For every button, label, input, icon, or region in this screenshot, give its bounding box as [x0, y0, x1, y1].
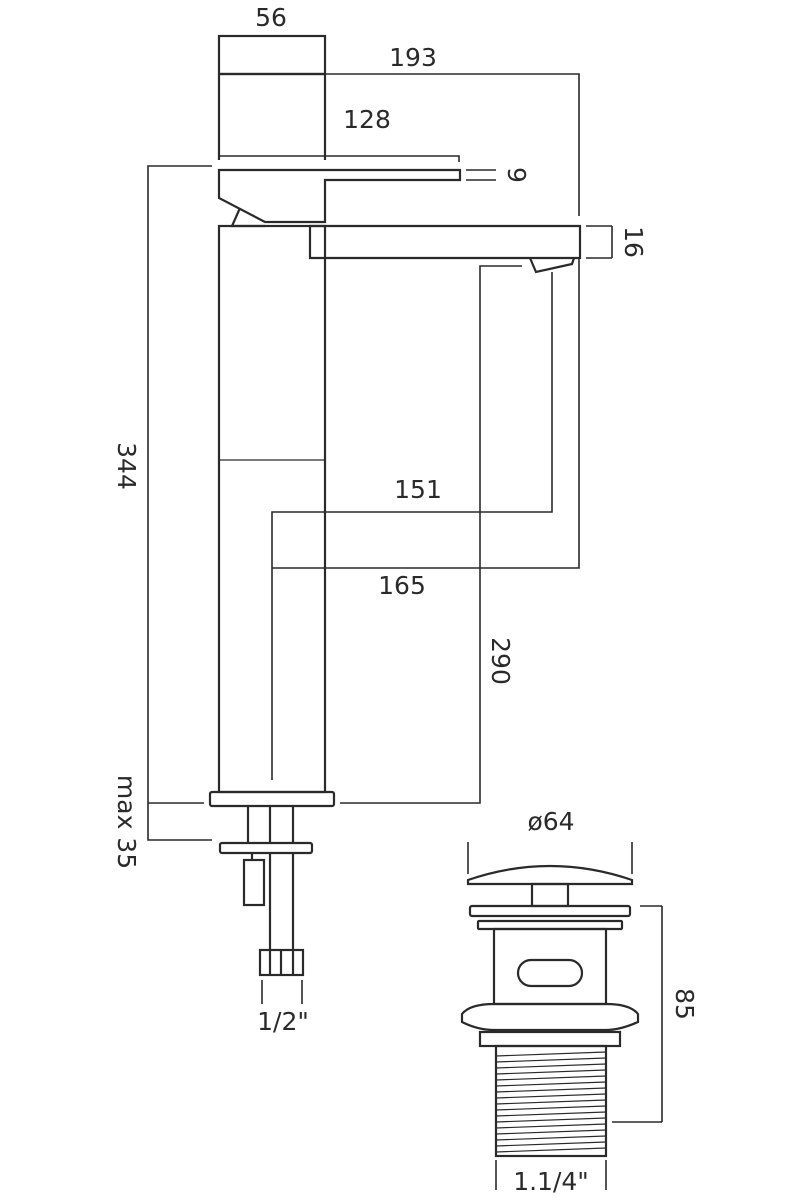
lever-base [230, 207, 265, 228]
dim-body-width: 56 [255, 3, 287, 32]
waste-thread [494, 1044, 608, 1158]
dim-waste-height: 85 [670, 988, 699, 1020]
waste-backnut [460, 1002, 640, 1032]
waste-collar [478, 1030, 622, 1048]
dim-lever-reach: 128 [343, 105, 391, 134]
tap-outline [208, 34, 582, 977]
thread-line [495, 1075, 607, 1081]
dim-thread: 1.1/4" [513, 1167, 589, 1196]
thread-line [495, 1087, 607, 1093]
waste-dimension-lines [467, 842, 663, 1190]
dim-lever-thickness: 9 [502, 167, 531, 183]
thread-lines [495, 1051, 607, 1153]
dim-max-deck: max 35 [112, 775, 141, 869]
waste-outline [460, 864, 640, 1158]
lever-handle [217, 168, 462, 224]
dim-spout-to-body: 151 [394, 475, 442, 504]
spout [308, 224, 582, 260]
tap-base-plate [208, 790, 336, 808]
tap-dimension-lines [147, 73, 613, 1004]
dim-height: 344 [112, 442, 141, 490]
dim-cap-diameter: ø64 [527, 807, 574, 836]
dim-connector: 1/2" [257, 1007, 309, 1036]
thread-line [495, 1129, 607, 1135]
thread-line [495, 1099, 607, 1105]
thread-line [495, 1135, 607, 1141]
fixing-plate [218, 841, 314, 855]
dim-overall-reach: 193 [389, 43, 437, 72]
thread-line [495, 1057, 607, 1063]
waste-stem [530, 882, 570, 908]
thread-line [495, 1051, 607, 1057]
waste-body [492, 927, 608, 1006]
thread-line [495, 1105, 607, 1111]
thread-line [495, 1069, 607, 1075]
body-top-box [217, 34, 327, 76]
waste-flange [468, 904, 632, 918]
waste-cap [466, 864, 634, 886]
shank-nut [242, 858, 266, 907]
thread-line [495, 1111, 607, 1117]
thread-line [495, 1141, 607, 1147]
thread-line [495, 1093, 607, 1099]
thread-line [495, 1081, 607, 1087]
thread-line [495, 1117, 607, 1123]
thread-line [495, 1147, 607, 1153]
dim-outlet-height: 290 [486, 637, 515, 685]
waste-flange-lower [476, 919, 624, 931]
overflow-slot [516, 958, 584, 988]
dim-spout-thickness: 16 [619, 226, 648, 258]
aerator [528, 257, 576, 274]
dim-outlet-reach: 165 [378, 571, 426, 600]
thread-line [495, 1123, 607, 1129]
thread-line [495, 1063, 607, 1069]
